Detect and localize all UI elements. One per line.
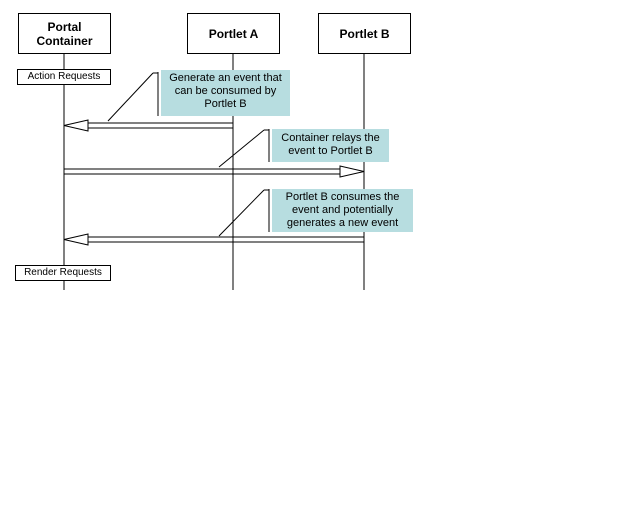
participant-portlet-a: Portlet A bbox=[187, 13, 280, 54]
note-line: Portlet B bbox=[204, 98, 247, 110]
section-label-action-requests: Action Requests bbox=[17, 69, 111, 85]
participant-label-line: Portal bbox=[47, 19, 82, 34]
message-arrow-b-to-container bbox=[63, 233, 365, 246]
participant-label: Portlet A bbox=[208, 26, 259, 41]
note-line: generates a new event bbox=[286, 217, 399, 229]
note-connector-3 bbox=[218, 189, 270, 237]
message-arrow-a-to-container bbox=[63, 119, 234, 132]
section-label-text: Render Requests bbox=[24, 267, 102, 278]
note-line: event and potentially bbox=[292, 204, 393, 216]
note-line: event to Portlet B bbox=[288, 145, 373, 157]
participant-label-line: Container bbox=[36, 33, 93, 48]
section-label-render-requests: Render Requests bbox=[15, 265, 111, 281]
note-connector-1 bbox=[107, 72, 159, 122]
note-line: can be consumed by bbox=[174, 85, 277, 97]
note-line: Container relays the bbox=[281, 132, 380, 144]
note-connector-2 bbox=[218, 129, 270, 168]
message-arrow-container-to-b bbox=[63, 165, 365, 178]
section-label-text: Action Requests bbox=[27, 71, 101, 82]
participant-label: Portlet B bbox=[339, 26, 390, 41]
note-generate-event: Generate an event that can be consumed b… bbox=[161, 70, 290, 116]
note-portlet-b-consumes: Portlet B consumes the event and potenti… bbox=[272, 189, 413, 232]
participant-portal-container: Portal Container bbox=[18, 13, 111, 54]
note-line: Generate an event that bbox=[169, 72, 282, 84]
note-line: Portlet B consumes the bbox=[285, 191, 400, 203]
note-container-relays: Container relays the event to Portlet B bbox=[272, 129, 389, 162]
participant-portlet-b: Portlet B bbox=[318, 13, 411, 54]
